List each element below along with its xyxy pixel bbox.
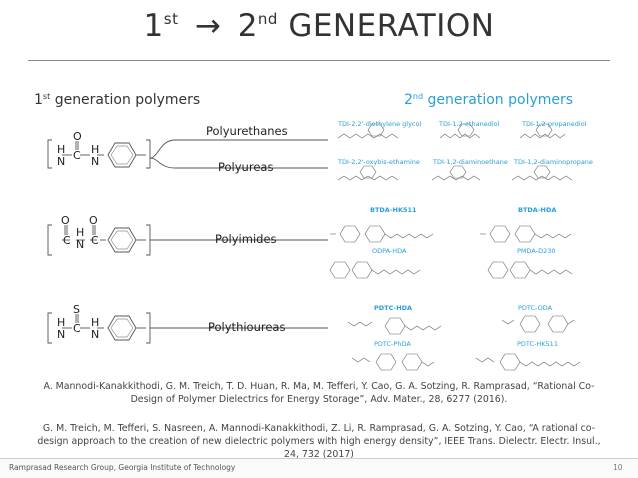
monomer-label: TDI-1,2-diaminopropane	[514, 158, 593, 166]
monomer-label: PDTC-PhDA	[374, 340, 411, 348]
structure-urethane-c	[519, 123, 566, 139]
structure-urea-c	[511, 165, 573, 181]
structure-urea-a	[337, 165, 399, 181]
structure-thiourea-a	[347, 317, 442, 335]
structure-imide-c	[329, 261, 421, 279]
monomer-label: PDTC-HDA	[374, 304, 413, 312]
structure-thiourea-1st	[47, 312, 151, 344]
citation-2: G. M. Treich, M. Tefferi, S. Nasreen, A.…	[37, 423, 601, 460]
structure-thiourea-d	[475, 353, 581, 371]
page-number: 10	[613, 463, 623, 472]
monomer-label: PDTC-HK511	[517, 340, 558, 348]
structure-urethane-b	[439, 123, 481, 139]
atom-c: C	[91, 234, 99, 247]
atom-n: N	[76, 238, 84, 251]
first-gen-heading: 1st generation polymers	[34, 92, 201, 108]
monomer-label: PDTC-ODA	[518, 304, 553, 312]
structure-imide-1st	[47, 224, 151, 256]
atom-h: H	[57, 143, 65, 156]
class-label-polyimides: Polyimides	[215, 232, 277, 246]
atom-c: C	[73, 149, 81, 162]
atom-h: H	[91, 316, 99, 329]
structure-thiourea-c	[351, 353, 435, 371]
structure-imide-d	[487, 261, 573, 279]
citation-1: A. Mannodi-Kanakkithodi, G. M. Treich, T…	[43, 381, 595, 405]
atom-n: N	[91, 328, 99, 341]
atom-n: N	[57, 328, 65, 341]
monomer-label: TDI-1,2-diaminoethane	[433, 158, 508, 166]
class-label-polythioureas: Polythioureas	[208, 320, 286, 334]
monomer-label: BTDA-HK511	[370, 206, 417, 214]
structure-urethane-a	[337, 123, 399, 139]
second-gen-heading: 2nd generation polymers	[404, 92, 574, 108]
monomer-label: PMDA-D230	[517, 247, 556, 255]
second-gen-structures	[329, 123, 581, 371]
branch-line-urethanes	[149, 139, 328, 159]
structure-imide-b	[480, 225, 572, 243]
structure-thiourea-b	[501, 315, 575, 333]
structure-urea-b	[431, 165, 481, 181]
monomer-label: ODPA-HDA	[372, 247, 407, 255]
atom-h: H	[76, 226, 84, 239]
atom-c: C	[73, 322, 81, 335]
atom-o: O	[89, 214, 98, 227]
monomer-label: TDI-2,2'-oxybis-ethamine	[338, 158, 420, 166]
class-label-polyurethanes: Polyurethanes	[206, 124, 288, 138]
atom-h: H	[57, 316, 65, 329]
atom-n: N	[91, 155, 99, 168]
structure-urea-1st	[47, 139, 151, 169]
monomer-label: TDI-1,2-propanediol	[522, 120, 587, 128]
title-divider	[28, 60, 610, 61]
atom-o: O	[73, 130, 82, 143]
slide-title: 1st → 2nd GENERATION	[143, 8, 495, 44]
monomer-label: TDI-1,2-ethanediol	[439, 120, 500, 128]
atom-s: S	[73, 303, 80, 316]
branch-line-ureas	[149, 157, 328, 169]
structure-imide-a	[330, 225, 434, 243]
footer-bar	[0, 458, 638, 478]
atom-h: H	[91, 143, 99, 156]
footer-group: Ramprasad Research Group, Georgia Instit…	[9, 463, 236, 472]
atom-n: N	[57, 155, 65, 168]
monomer-label: BTDA-HDA	[518, 206, 557, 214]
monomer-label: TDI-2,2'-diethylene glycol	[338, 120, 422, 128]
arrow-right-icon: →	[194, 8, 222, 44]
class-label-polyureas: Polyureas	[218, 160, 274, 174]
atom-c: C	[63, 234, 71, 247]
atom-o: O	[61, 214, 70, 227]
